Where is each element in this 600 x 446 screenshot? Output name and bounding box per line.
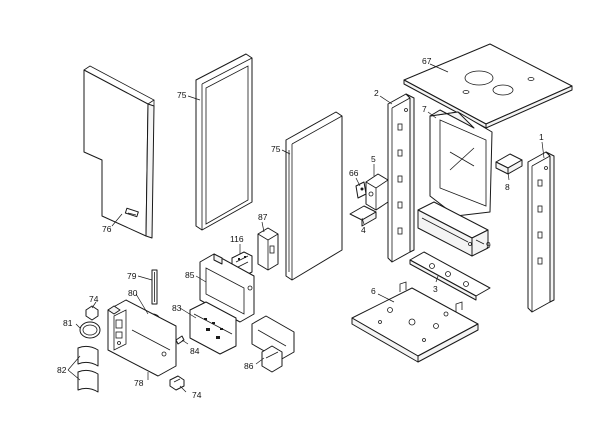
- label-part-79: 79: [127, 271, 137, 281]
- label-part-2: 2: [374, 88, 379, 98]
- part-5-mount-block: [365, 173, 389, 211]
- label-part-80: 80: [128, 288, 138, 298]
- part-85-control-frame: [199, 253, 255, 323]
- part-7-back-box: [429, 109, 493, 217]
- label-part-3: 3: [433, 284, 438, 294]
- label-part-75-left: 75: [177, 90, 187, 100]
- label-part-81: 81: [63, 318, 73, 328]
- part-8-small-bracket: [495, 153, 523, 175]
- label-part-8: 8: [505, 182, 510, 192]
- label-part-5: 5: [371, 154, 376, 164]
- part-66-small-clip: [355, 181, 367, 199]
- part-75-frame-panel-left: [195, 53, 253, 231]
- part-67-top-plate: [403, 43, 573, 129]
- part-87-bracket: [257, 227, 279, 271]
- label-part-87: 87: [258, 212, 268, 222]
- label-part-78: 78: [134, 378, 144, 388]
- label-part-83: 83: [172, 303, 182, 313]
- part-4-angle-bracket: [349, 205, 377, 227]
- label-part-82: 82: [57, 365, 67, 375]
- label-part-4: 4: [361, 225, 366, 235]
- leader-lines: [67, 63, 545, 393]
- label-part-86: 86: [244, 361, 254, 371]
- label-part-75-right: 75: [271, 144, 281, 154]
- part-79-strip: [151, 269, 158, 305]
- part-9-tray: [417, 201, 489, 257]
- label-part-85: 85: [185, 270, 195, 280]
- part-74-cap-top: [85, 305, 99, 321]
- label-part-74-bottom: 74: [192, 390, 202, 400]
- label-part-116: 116: [230, 234, 244, 244]
- label-part-9: 9: [486, 240, 491, 250]
- label-part-6: 6: [371, 286, 376, 296]
- part-76-front-panel: [83, 65, 155, 239]
- label-part-67: 67: [422, 56, 432, 66]
- part-number-labels: 67 2 1 7 8 5 66 4 9 3 6 75 75 76 87 116 …: [57, 56, 544, 400]
- label-part-76: 76: [102, 224, 112, 234]
- part-86-duct: [251, 315, 295, 373]
- label-part-84: 84: [190, 346, 200, 356]
- label-part-74-top: 74: [89, 294, 99, 304]
- part-6-base-plate: [351, 281, 479, 363]
- part-75-frame-panel-right: [285, 111, 343, 281]
- label-part-1: 1: [539, 132, 544, 142]
- part-83-pcb: [189, 301, 237, 355]
- label-part-66: 66: [349, 168, 359, 178]
- part-78-control-housing: [107, 299, 177, 377]
- label-part-7: 7: [422, 104, 427, 114]
- part-82-curved-covers: [77, 345, 99, 393]
- part-3-crossbar: [409, 251, 491, 301]
- part-81-round-cover: [79, 321, 101, 339]
- part-2-left-rail: [387, 93, 415, 263]
- part-1-right-rail: [527, 151, 555, 313]
- part-84-screw: [175, 335, 185, 345]
